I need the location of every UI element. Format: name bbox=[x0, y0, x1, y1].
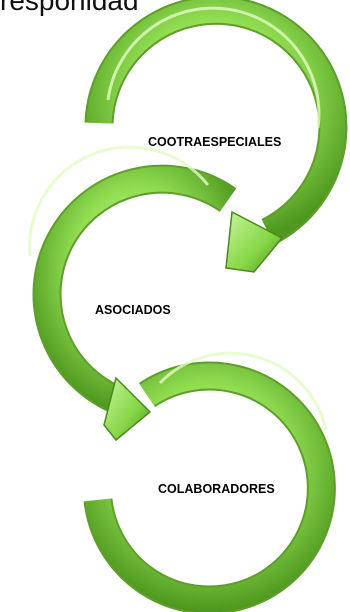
cycle-arrow-2-highlight bbox=[28, 145, 210, 257]
node-label-colaboradores: COLABORADORES bbox=[158, 482, 275, 496]
cycle-arrow-3-body-fill bbox=[85, 363, 334, 612]
cycle-arrow-3-highlight bbox=[158, 351, 328, 431]
cycle-arrow-2 bbox=[28, 145, 237, 442]
cycle-arrow-1 bbox=[84, 0, 348, 273]
top-text-fragment: responidad bbox=[0, 0, 139, 16]
cycle-arrow-2-head bbox=[103, 376, 152, 442]
cycle-arrow-1-head bbox=[225, 210, 284, 273]
cycle-arrow-3 bbox=[83, 351, 336, 612]
node-label-cootraespeciales: COOTRAESPECIALES bbox=[148, 135, 282, 149]
node-label-asociados: ASOCIADOS bbox=[95, 303, 171, 317]
cycle-arrow-2-body-fill bbox=[34, 166, 236, 414]
cycle-arrow-1-highlight bbox=[106, 6, 321, 129]
